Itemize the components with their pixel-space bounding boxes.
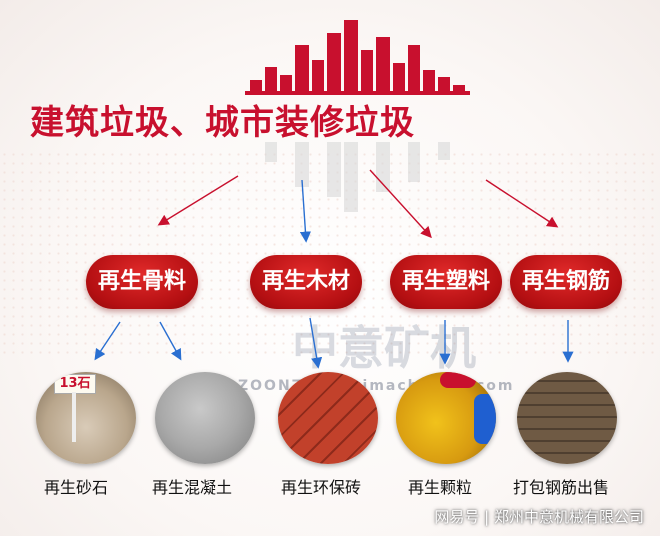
recycled-brick-image xyxy=(278,372,378,464)
product-label-pellets: 再生颗粒 xyxy=(408,478,473,497)
arrow-to-aggregate xyxy=(157,175,239,226)
baled-rebar-image xyxy=(517,372,617,464)
recycled-sand-image: 13石 xyxy=(36,372,136,464)
arrow-to-plastic xyxy=(369,169,432,239)
product-label-baled-rebar: 打包钢筋出售 xyxy=(513,478,610,497)
main-title: 建筑垃圾、城市装修垃圾 xyxy=(30,103,415,143)
arrow-to-brick xyxy=(309,317,323,369)
category-recycled-plastic: 再生塑料 xyxy=(390,255,502,309)
product-label-sand: 再生砂石 xyxy=(44,478,109,497)
footer-credit: 网易号 | 郑州中意机械有限公司 xyxy=(434,506,644,527)
arrow-to-concrete xyxy=(159,321,182,361)
arrow-to-rebar xyxy=(485,179,559,228)
recycled-pellets-image xyxy=(396,372,496,464)
category-recycled-aggregate: 再生骨料 xyxy=(86,255,198,309)
footer-company: 郑州中意机械有限公司 xyxy=(493,508,644,526)
category-recycled-wood: 再生木材 xyxy=(250,255,362,309)
recycled-concrete-image xyxy=(155,372,255,464)
sand-sign: 13石 xyxy=(54,374,96,394)
product-label-concrete: 再生混凝土 xyxy=(152,478,233,497)
footer-source: 网易号 xyxy=(434,508,480,526)
bar-reflection-decoration xyxy=(265,142,450,212)
arrow-to-wood xyxy=(299,179,312,243)
arrow-to-sand xyxy=(94,321,121,361)
category-recycled-rebar: 再生钢筋 xyxy=(510,255,622,309)
bar-graphic-decoration xyxy=(245,20,470,95)
product-label-brick: 再生环保砖 xyxy=(281,478,362,497)
footer-separator: | xyxy=(484,508,490,526)
